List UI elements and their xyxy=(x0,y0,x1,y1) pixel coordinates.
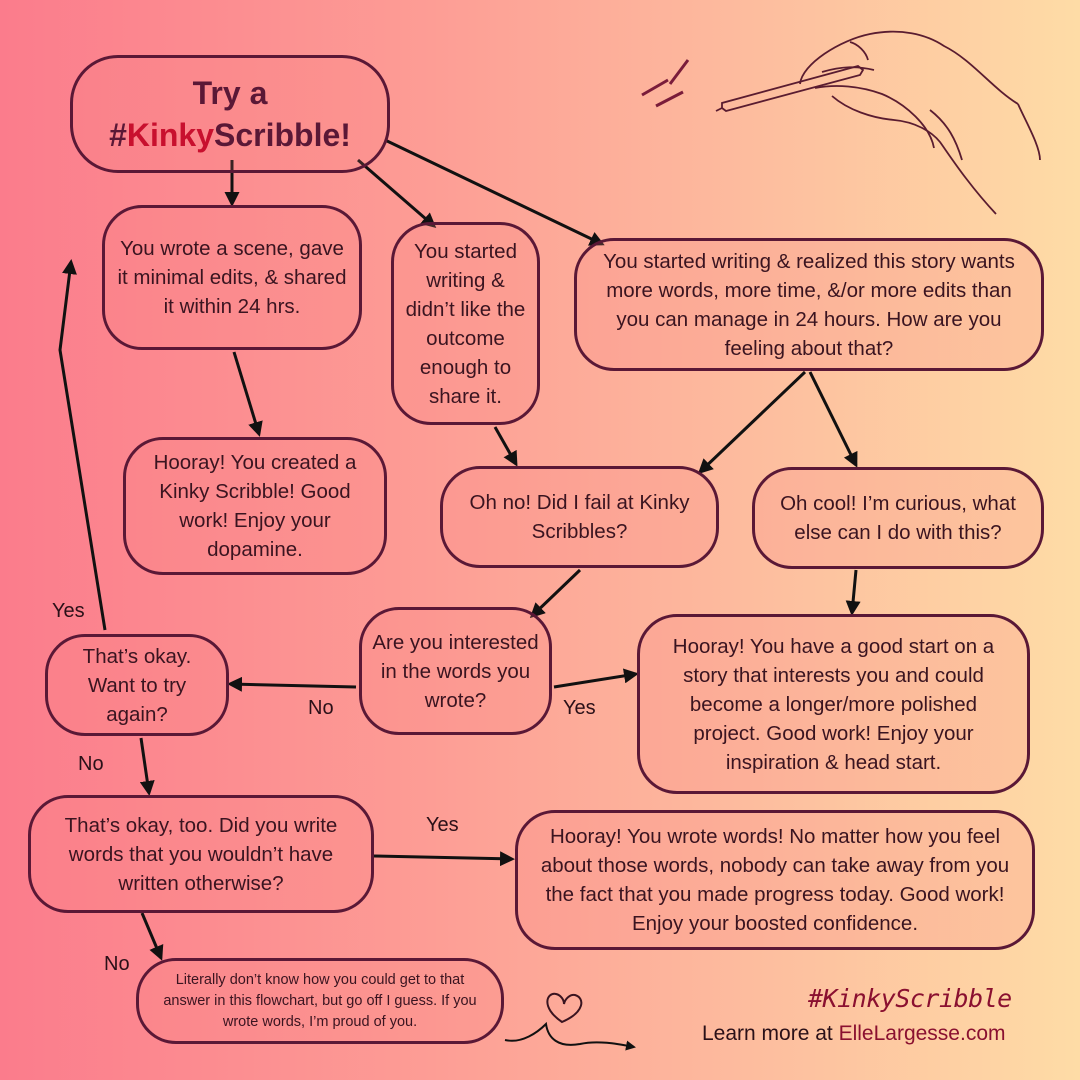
label-no-interested: No xyxy=(308,697,334,719)
node-started-didnt-like-text: You started writing & didn’t like the ou… xyxy=(405,239,526,408)
arrow-didnt-like-to-oh-no xyxy=(493,426,518,467)
node-hooray-created-text: Hooray! You created a Kinky Scribble! Go… xyxy=(153,451,357,561)
node-oh-no: Oh no! Did I fail at Kinky Scribbles? xyxy=(440,466,719,568)
arrow-wants-more-to-oh-no xyxy=(697,370,807,475)
node-literally-text: Literally don’t know how you could get t… xyxy=(163,971,477,1030)
node-wants-more: You started writing & realized this stor… xyxy=(574,238,1044,371)
excitement-lines xyxy=(641,59,690,108)
title-line-1: Try a xyxy=(192,75,268,111)
heart-arrow-icon xyxy=(546,992,583,1024)
label-no-words: No xyxy=(104,953,130,975)
node-interested-text: Are you interested in the words you wrot… xyxy=(372,630,539,712)
arrow-interested-to-thats-okay xyxy=(227,676,357,692)
node-hooray-wrote-words: Hooray! You wrote words! No matter how y… xyxy=(515,810,1035,950)
label-no-try-again: No xyxy=(78,753,104,775)
node-oh-cool-text: Oh cool! I’m curious, what else can I do… xyxy=(780,492,1016,544)
label-yes-try-again: Yes xyxy=(52,600,85,622)
node-literally: Literally don’t know how you could get t… xyxy=(136,958,504,1044)
node-interested: Are you interested in the words you wrot… xyxy=(359,607,552,735)
node-oh-cool: Oh cool! I’m curious, what else can I do… xyxy=(752,467,1044,569)
title-hash: # xyxy=(109,117,127,153)
node-oh-no-text: Oh no! Did I fail at Kinky Scribbles? xyxy=(469,491,690,543)
arrow-interested-to-good-start xyxy=(553,668,639,689)
node-thats-okay-text: That’s okay. Want to try again? xyxy=(82,644,192,726)
footer-site-link[interactable]: ElleLargesse.com xyxy=(838,1022,1006,1045)
node-hooray-created: Hooray! You created a Kinky Scribble! Go… xyxy=(123,437,387,575)
node-wrote-scene: You wrote a scene, gave it minimal edits… xyxy=(102,205,362,350)
label-yes-words: Yes xyxy=(426,814,459,836)
node-thats-okay: That’s okay. Want to try again? xyxy=(45,634,229,736)
node-wants-more-text: You started writing & realized this stor… xyxy=(603,249,1015,360)
arrow-wrote-scene-to-hooray xyxy=(232,351,263,437)
node-started-didnt-like: You started writing & didn’t like the ou… xyxy=(391,222,540,425)
arrow-thats-okay-to-thats-okay-too xyxy=(139,737,155,796)
hand-pencil-icon xyxy=(715,30,1041,215)
arrow-title-to-started-didnt-like xyxy=(357,158,437,228)
node-hooray-good-start: Hooray! You have a good start on a story… xyxy=(637,614,1030,794)
arrow-words-no-to-literally xyxy=(140,912,164,961)
arrow-heart-flourish xyxy=(504,1021,636,1051)
title-kinky: Kinky xyxy=(126,117,214,153)
node-thats-okay-too: That’s okay, too. Did you write words th… xyxy=(28,795,374,913)
arrow-wants-more-to-oh-cool xyxy=(808,371,858,468)
node-hooray-wrote-words-text: Hooray! You wrote words! No matter how y… xyxy=(540,825,1010,935)
label-yes-interested: Yes xyxy=(563,697,596,719)
footer-hashtag: #KinkyScribble xyxy=(808,984,1012,1013)
title-box: Try a #KinkyScribble! xyxy=(70,55,390,173)
footer-learn-more-text: Learn more at xyxy=(702,1022,839,1045)
title-line-2: #KinkyScribble! xyxy=(109,114,351,156)
arrow-oh-no-to-interested xyxy=(529,568,582,619)
arrow-thats-okay-yes-loop xyxy=(58,259,107,631)
footer-learn-more: Learn more at ElleLargesse.com xyxy=(702,1022,1006,1046)
arrow-oh-cool-to-good-start xyxy=(845,569,861,616)
arrow-words-yes-to-hooray xyxy=(373,851,515,867)
title-scribble: Scribble! xyxy=(214,117,351,153)
node-hooray-good-start-text: Hooray! You have a good start on a story… xyxy=(672,634,995,774)
node-thats-okay-too-text: That’s okay, too. Did you write words th… xyxy=(64,813,338,895)
arrow-title-to-wants-more xyxy=(384,138,605,246)
node-wrote-scene-text: You wrote a scene, gave it minimal edits… xyxy=(117,237,347,318)
